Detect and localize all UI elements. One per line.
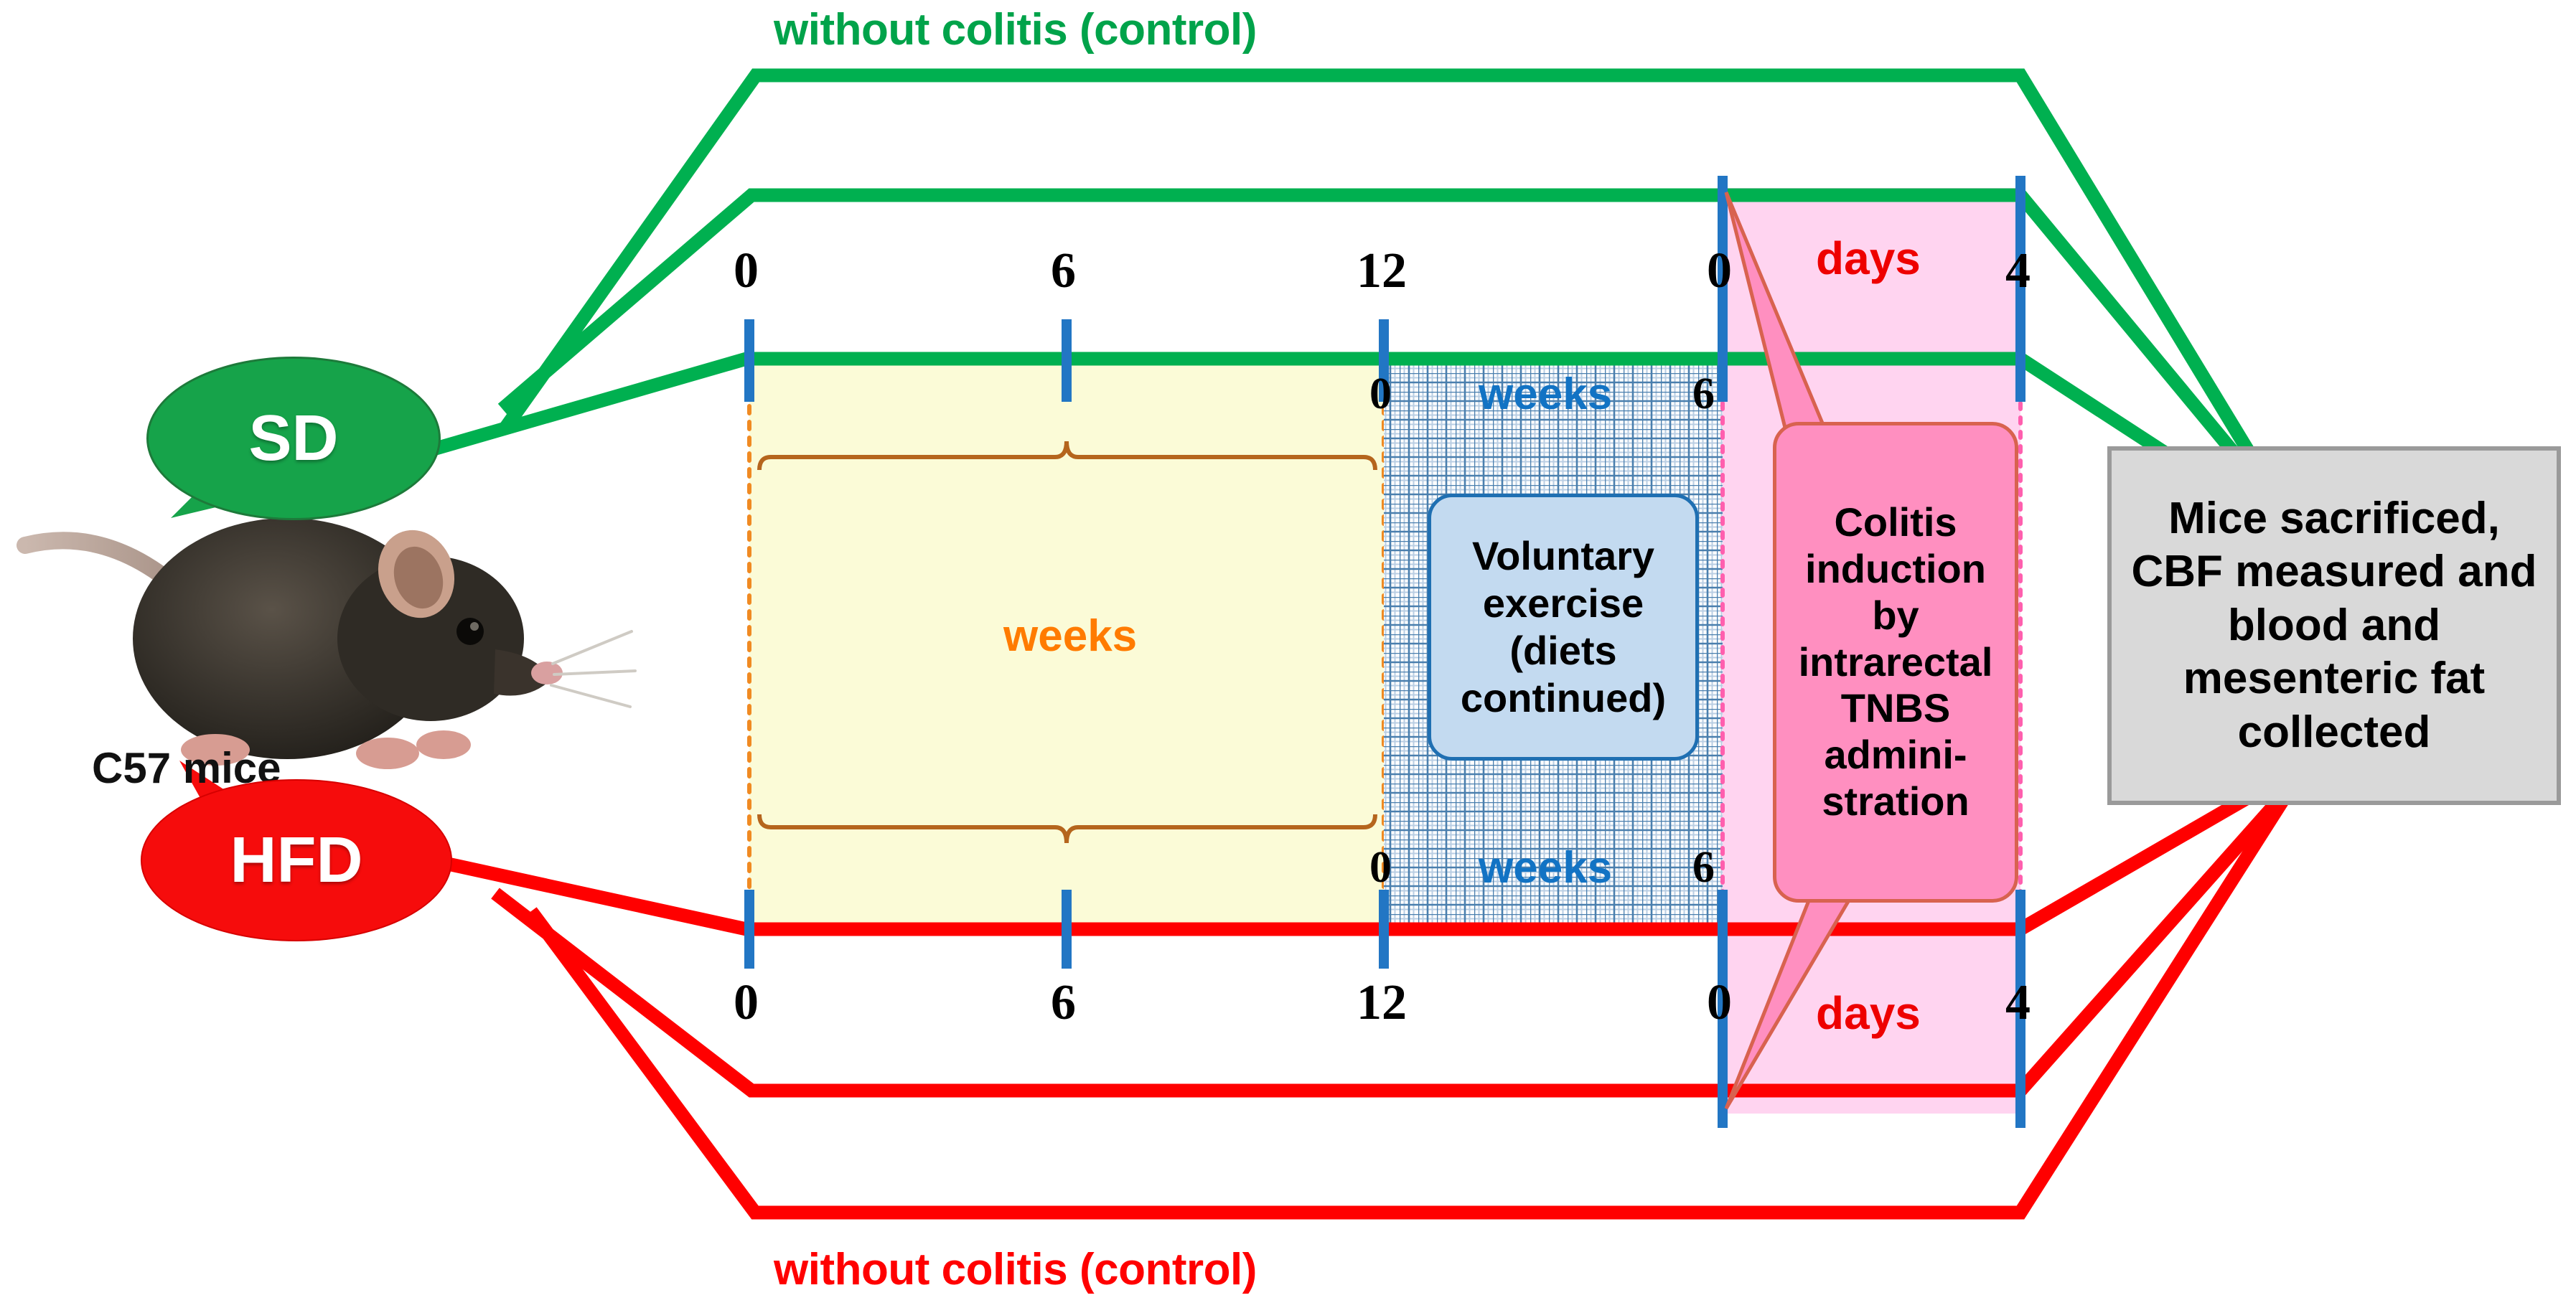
tick-label-exercise-bottom-6: 6 bbox=[1692, 843, 1715, 892]
endpoint-box[interactable]: Mice sacrificed, CBF measured and blood … bbox=[2107, 446, 2561, 805]
colitis-induction-text: Colitis induction by intrarectal TNBS ad… bbox=[1798, 499, 1993, 824]
diet-bubble-hfd-label: HFD bbox=[230, 824, 363, 896]
tick-label-top-weeks-12: 12 bbox=[1357, 243, 1407, 298]
tick-label-bottom-days-4: 4 bbox=[2005, 975, 2031, 1030]
mouse-photo bbox=[17, 518, 637, 769]
endpoint-text: Mice sacrificed, CBF measured and blood … bbox=[2131, 494, 2537, 757]
diet-brace-upper bbox=[757, 441, 1377, 471]
diet-brace-group bbox=[757, 441, 1377, 844]
voluntary-exercise-text: Voluntary exercise (diets continued) bbox=[1460, 532, 1667, 721]
unit-label-weeks-exercise-top: weeks bbox=[1479, 370, 1613, 419]
tick-label-top-days-0: 0 bbox=[1707, 243, 1732, 298]
unit-label-weeks-diet: weeks bbox=[1003, 611, 1138, 661]
diet-bubble-hfd[interactable]: HFD bbox=[141, 779, 452, 941]
tick-marks bbox=[744, 176, 2025, 1128]
tick-label-top-days-4: 4 bbox=[2005, 243, 2031, 298]
sd-control-top-line bbox=[500, 68, 2303, 535]
bottom-control-caption: without colitis (control) bbox=[774, 1245, 1257, 1294]
hfd-control-bottom-line bbox=[525, 774, 2303, 1220]
voluntary-exercise-box[interactable]: Voluntary exercise (diets continued) bbox=[1428, 494, 1699, 761]
mouse-caption: C57 mice bbox=[92, 744, 281, 792]
unit-label-days-bottom: days bbox=[1816, 987, 1921, 1039]
tick-label-top-weeks-0: 0 bbox=[734, 243, 759, 298]
tick-label-bottom-weeks-12: 12 bbox=[1357, 975, 1407, 1030]
tick-label-bottom-weeks-6: 6 bbox=[1051, 975, 1076, 1030]
diet-bubble-sd[interactable]: SD bbox=[146, 357, 441, 520]
tick-label-top-weeks-6: 6 bbox=[1051, 243, 1076, 298]
sd-colitis-line bbox=[497, 188, 2313, 547]
colitis-induction-callout[interactable]: Colitis induction by intrarectal TNBS ad… bbox=[1773, 422, 2018, 903]
tick-label-exercise-top-6: 6 bbox=[1692, 370, 1715, 418]
top-control-caption: without colitis (control) bbox=[774, 5, 1257, 55]
tick-label-bottom-days-0: 0 bbox=[1707, 975, 1732, 1030]
diet-brace-lower bbox=[757, 814, 1377, 844]
diet-bubble-sd-label: SD bbox=[248, 402, 339, 474]
tick-label-exercise-top-0: 0 bbox=[1369, 370, 1392, 418]
unit-label-days-top: days bbox=[1816, 232, 1921, 284]
tick-label-exercise-bottom-0: 0 bbox=[1369, 843, 1392, 892]
tick-label-bottom-weeks-0: 0 bbox=[734, 975, 759, 1030]
hfd-colitis-line bbox=[491, 763, 2313, 1098]
unit-label-weeks-exercise-bottom: weeks bbox=[1479, 843, 1613, 893]
